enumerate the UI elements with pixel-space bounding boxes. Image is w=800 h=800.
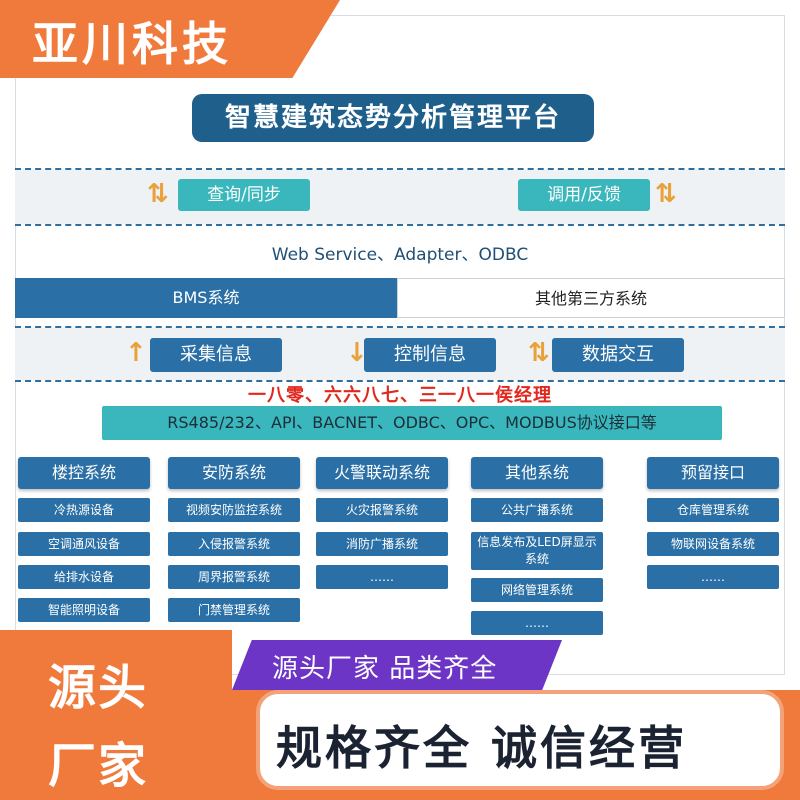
top-action-band — [15, 170, 785, 224]
column-item: 信息发布及LED屏显示系统 — [471, 532, 603, 570]
promo-purple-text: 源头厂家 品类齐全 — [272, 654, 498, 684]
column-header-fire-alarm: 火警联动系统 — [316, 457, 448, 489]
third-party-system-box: 其他第三方系统 — [397, 278, 785, 318]
protocol-interface-bar: RS485/232、API、BACNET、ODBC、OPC、MODBUS协议接口… — [102, 406, 722, 440]
promo-banner-left — [0, 630, 232, 800]
column-item: …… — [647, 565, 779, 589]
column-item: 周界报警系统 — [168, 565, 300, 589]
brand-corner — [0, 0, 340, 78]
column-item: 给排水设备 — [18, 565, 150, 589]
down-arrow-icon: ↓ — [346, 338, 368, 368]
column-header-building-control: 楼控系统 — [18, 457, 150, 489]
call-feedback-box: 调用/反馈 — [518, 179, 650, 211]
up-down-arrow-icon: ⇅ — [528, 338, 550, 368]
contact-watermark: 一八零、六六八七、三一八一侯经理 — [248, 385, 552, 406]
control-info-box: 控制信息 — [364, 338, 496, 372]
data-exchange-box: 数据交互 — [552, 338, 684, 372]
column-item: 网络管理系统 — [471, 578, 603, 602]
column-item: 仓库管理系统 — [647, 498, 779, 522]
promo-left-line1: 源头 — [48, 660, 149, 716]
column-item: 入侵报警系统 — [168, 532, 300, 556]
dashed-divider — [15, 326, 785, 328]
column-header-reserved-interface: 预留接口 — [647, 457, 779, 489]
column-item: 物联网设备系统 — [647, 532, 779, 556]
column-header-other-systems: 其他系统 — [471, 457, 603, 489]
dashed-divider — [15, 168, 785, 170]
dashed-divider — [15, 224, 785, 226]
column-item: 门禁管理系统 — [168, 598, 300, 622]
column-item: …… — [471, 611, 603, 635]
column-item: 智能照明设备 — [18, 598, 150, 622]
column-header-security: 安防系统 — [168, 457, 300, 489]
column-item: 消防广播系统 — [316, 532, 448, 556]
brand-logo-text: 亚川科技 — [32, 17, 232, 71]
column-item: 火灾报警系统 — [316, 498, 448, 522]
dashed-divider — [15, 380, 785, 382]
up-down-arrow-icon: ⇅ — [147, 179, 169, 209]
collect-info-box: 采集信息 — [150, 338, 282, 372]
bms-system-box: BMS系统 — [15, 278, 397, 318]
column-item: 公共广播系统 — [471, 498, 603, 522]
query-sync-box: 查询/同步 — [178, 179, 310, 211]
promo-left-line2: 厂家 — [48, 738, 149, 794]
promo-purple-ribbon — [232, 640, 562, 690]
promo-banner-inner — [256, 690, 784, 790]
up-down-arrow-icon: ⇅ — [655, 179, 677, 209]
middleware-protocols: Web Service、Adapter、ODBC — [271, 245, 529, 265]
promo-main-text: 规格齐全 诚信经营 — [276, 721, 688, 775]
column-item: 空调通风设备 — [18, 532, 150, 556]
platform-title: 智慧建筑态势分析管理平台 — [192, 94, 594, 142]
column-item: …… — [316, 565, 448, 589]
column-item: 冷热源设备 — [18, 498, 150, 522]
up-arrow-icon: ↑ — [125, 338, 147, 368]
column-item: 视频安防监控系统 — [168, 498, 300, 522]
